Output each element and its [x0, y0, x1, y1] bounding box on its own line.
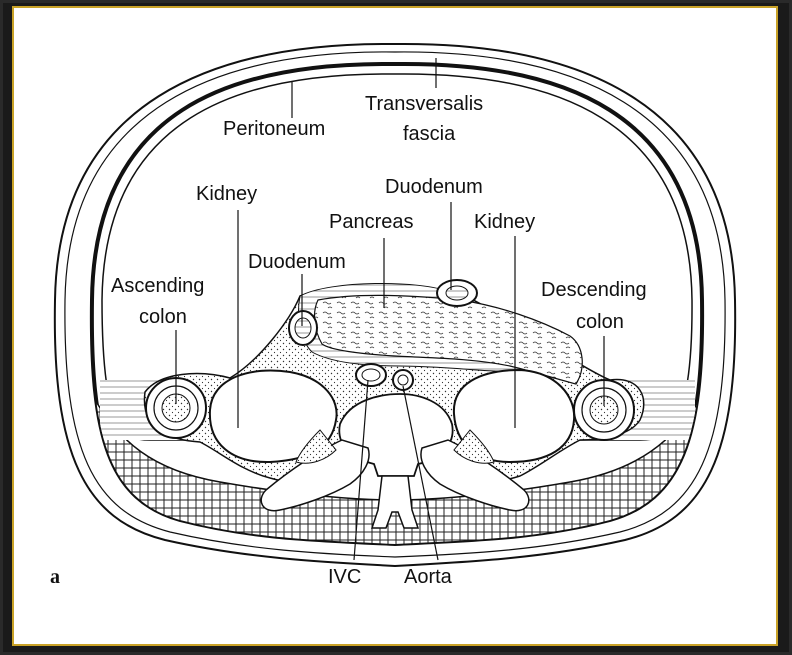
label-descending-colon-line2: colon [576, 311, 624, 333]
label-transversalis-fascia-line1: Transversalis [365, 93, 483, 115]
label-aorta: Aorta [404, 566, 453, 588]
label-pancreas: Pancreas [329, 211, 414, 233]
label-duodenum-top: Duodenum [385, 176, 483, 198]
aorta-lumen [398, 375, 408, 385]
duodenum-mid-lumen [295, 318, 311, 338]
label-transversalis-fascia-line2: fascia [403, 123, 456, 145]
label-duodenum-mid: Duodenum [248, 251, 346, 273]
label-kidney-right: Kidney [474, 211, 535, 233]
label-kidney-left: Kidney [196, 183, 257, 205]
label-peritoneum: Peritoneum [223, 118, 325, 140]
label-ascending-colon-line2: colon [139, 306, 187, 328]
duodenum-top-lumen [446, 286, 468, 300]
label-ivc: IVC [328, 566, 361, 588]
ivc-lumen [362, 369, 380, 381]
label-descending-colon-line1: Descending [541, 279, 647, 301]
panel-letter: a [50, 566, 60, 588]
label-ascending-colon-line1: Ascending [111, 275, 204, 297]
